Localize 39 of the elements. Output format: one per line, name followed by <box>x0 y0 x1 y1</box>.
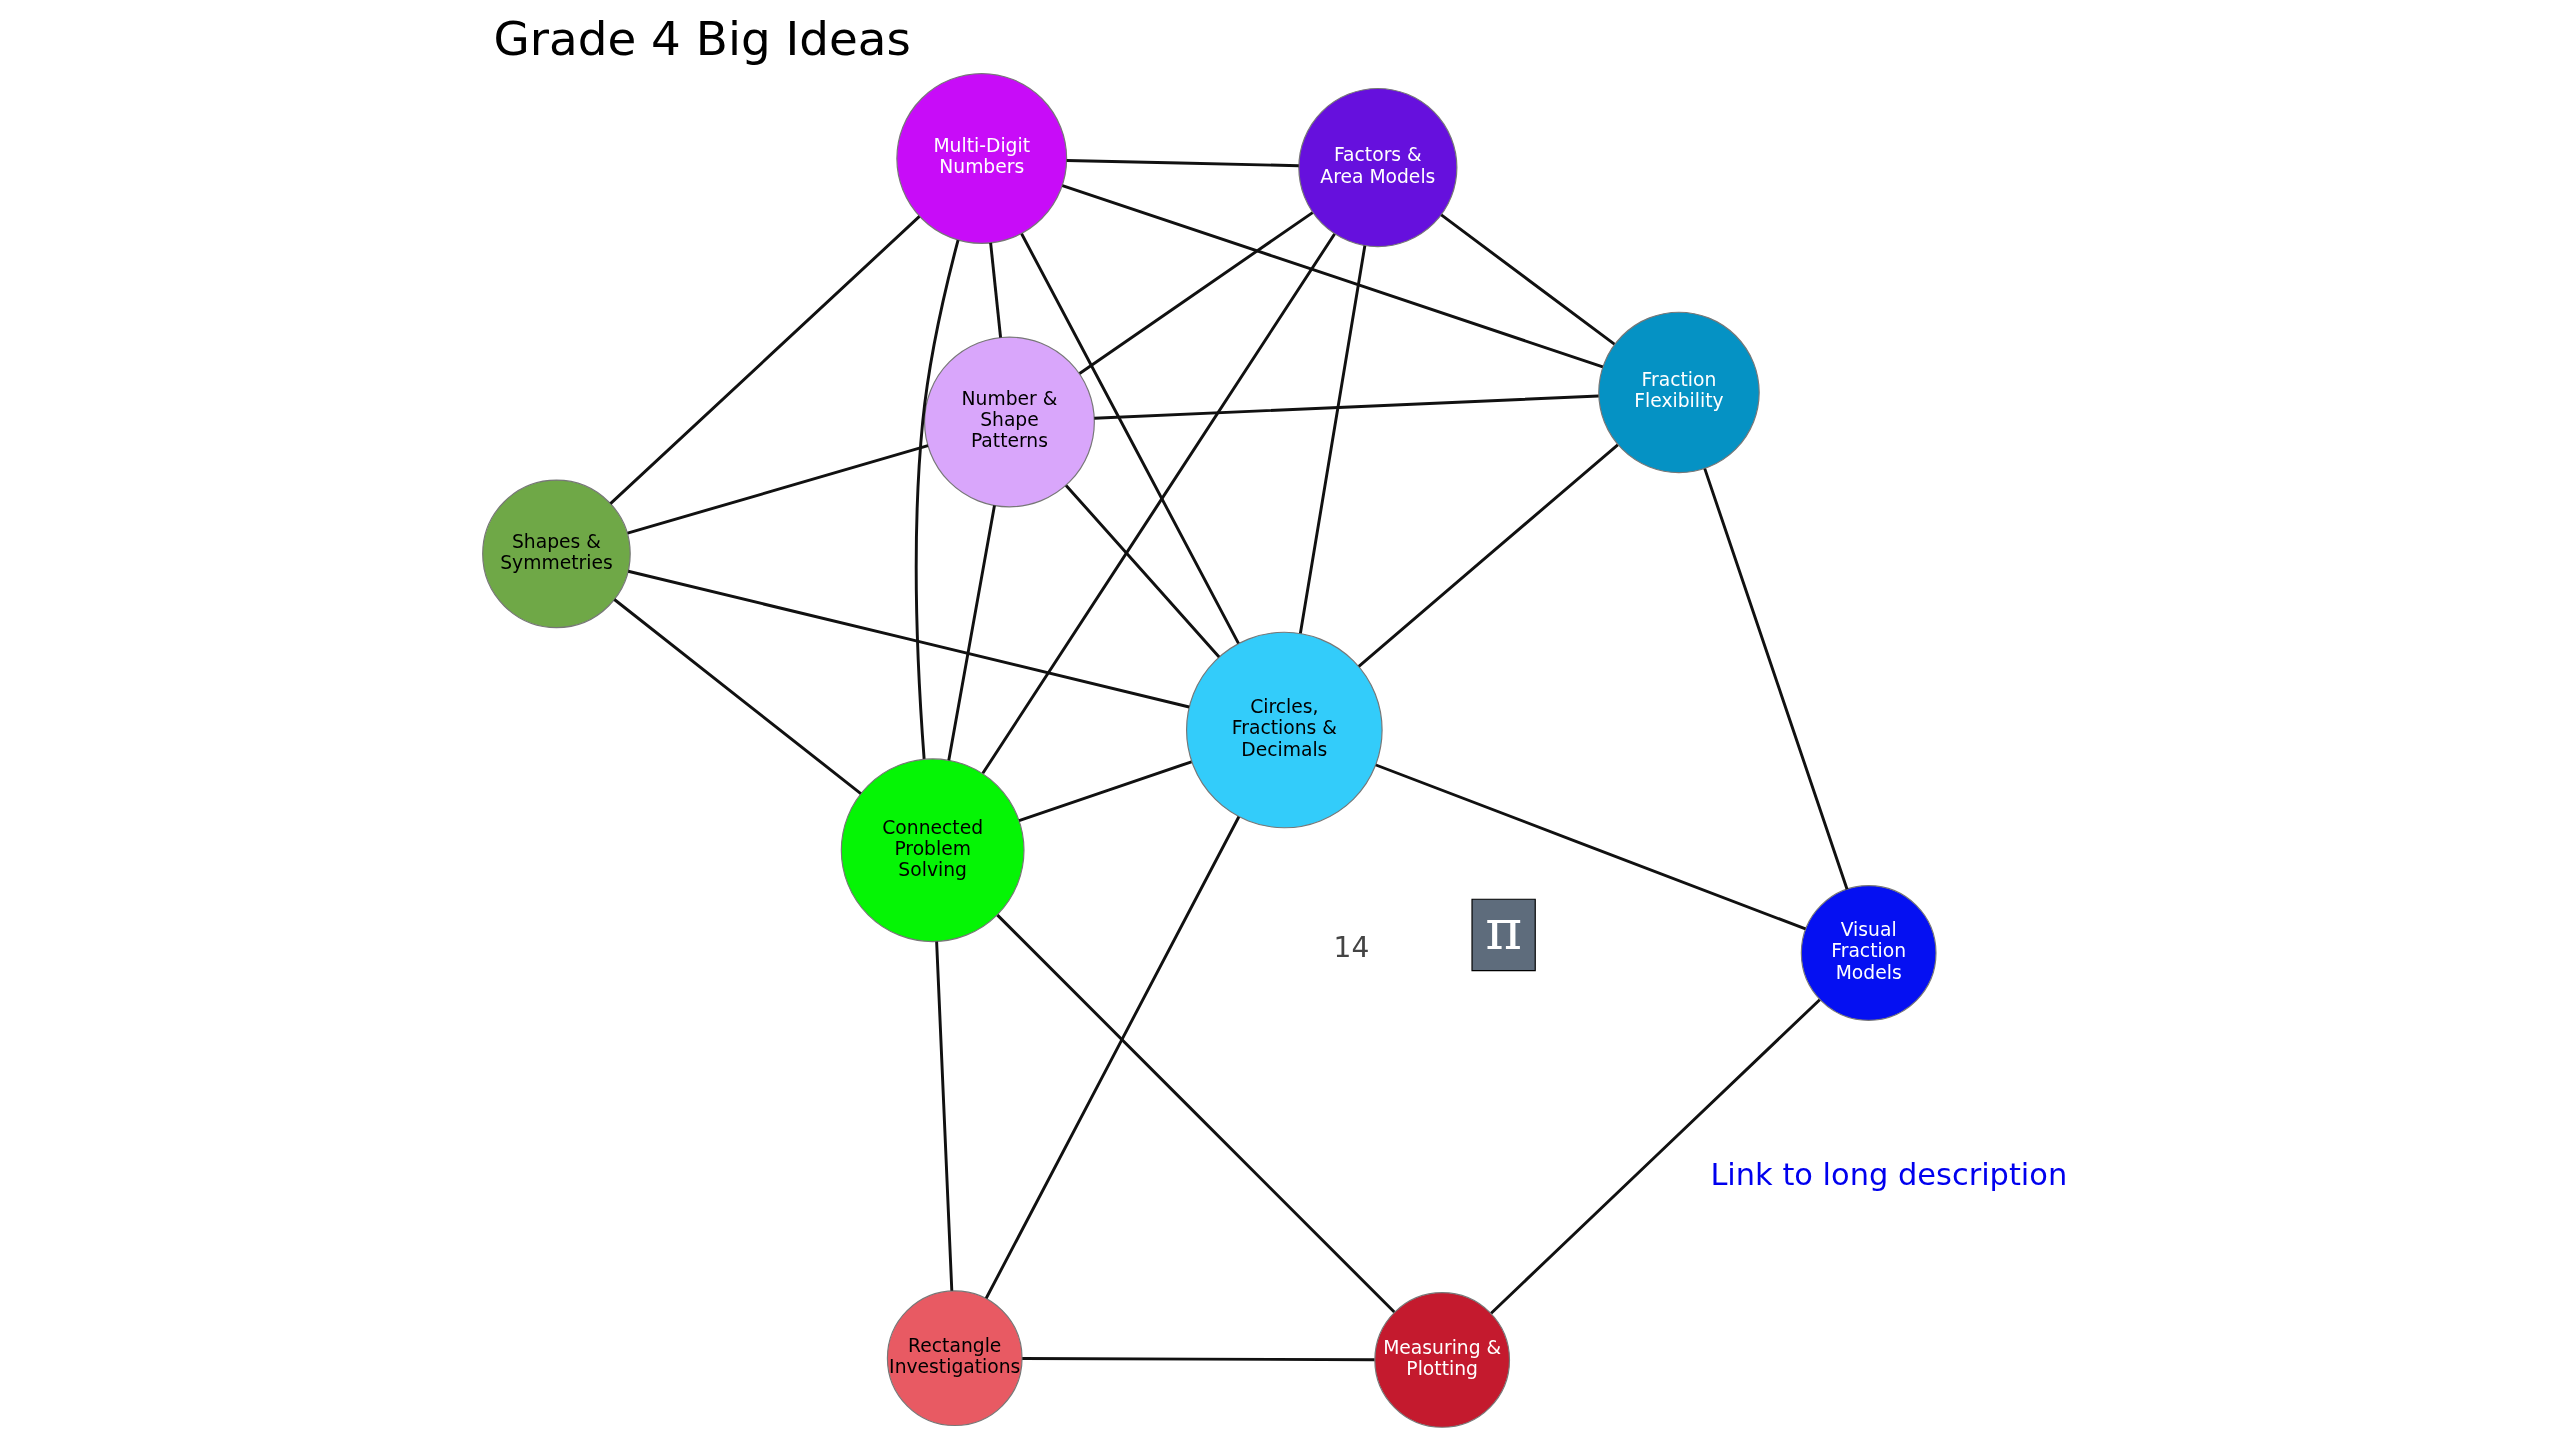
connector <box>1490 998 1821 1315</box>
connector <box>1066 158 1299 168</box>
node-circle: Connected Problem Solving <box>840 758 1025 943</box>
node-circle: Visual Fraction Models <box>1800 885 1937 1021</box>
node-circle: Shapes & Symmetries <box>482 479 631 629</box>
connector <box>1440 213 1616 346</box>
connector <box>1061 184 1604 369</box>
connector <box>1298 245 1367 634</box>
connector <box>627 569 1190 709</box>
node-circle: Fraction Flexibility <box>1598 311 1760 474</box>
label: Link to long description <box>1710 1156 2068 1192</box>
connector <box>1375 763 1807 931</box>
connector <box>981 233 1336 775</box>
connector <box>1020 233 1240 645</box>
label: 14 <box>1333 930 1370 964</box>
connector <box>1357 443 1619 668</box>
connector <box>1018 760 1192 823</box>
connector <box>1703 468 1849 890</box>
connector <box>627 444 929 535</box>
connector <box>1078 211 1314 375</box>
connector <box>947 505 996 761</box>
connector <box>1022 1357 1375 1362</box>
connector <box>989 242 1003 338</box>
connector <box>914 239 960 760</box>
node-circle: Multi-Digit Numbers <box>896 73 1068 244</box>
node-circle: Circles, Fractions & Decimals <box>1186 631 1383 829</box>
connector <box>935 941 954 1291</box>
connector <box>984 816 1241 1299</box>
connector <box>609 215 921 505</box>
node-circle: Measuring & Plotting <box>1374 1292 1511 1428</box>
node-circle: Factors & Area Models <box>1298 87 1458 248</box>
label: π <box>1485 896 1523 962</box>
connector <box>613 598 862 795</box>
diagram-title: Grade 4 Big Ideas <box>493 11 911 66</box>
node-circle: Number & Shape Patterns <box>924 336 1095 508</box>
connector <box>1065 484 1221 658</box>
connector <box>996 914 1396 1314</box>
node-circle: Rectangle Investigations <box>886 1290 1023 1427</box>
connector <box>1094 394 1599 420</box>
